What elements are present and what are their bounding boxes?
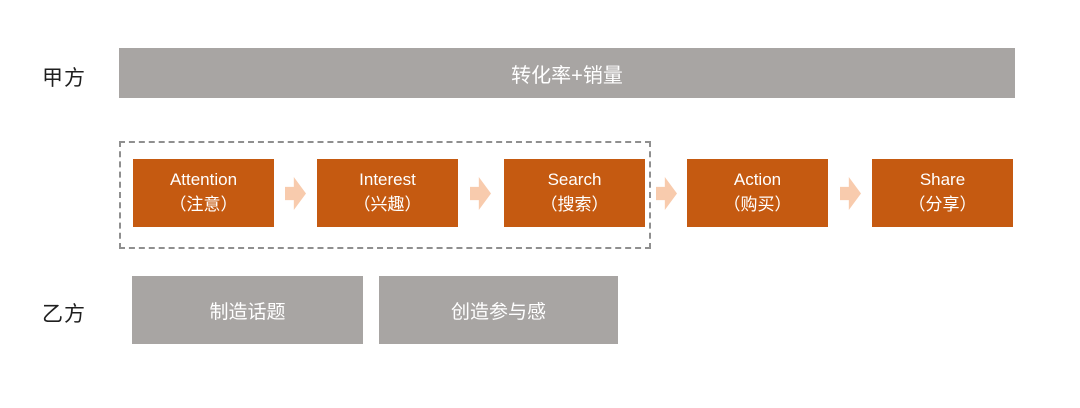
stage-attention: Attention （注意） xyxy=(133,159,274,227)
stage-search: Search （搜索） xyxy=(504,159,645,227)
stage-action: Action （购买） xyxy=(687,159,828,227)
stage-attention-en: Attention xyxy=(169,170,238,190)
party-b-label: 乙方 xyxy=(42,303,86,326)
stage-interest-en: Interest xyxy=(359,170,416,190)
party-a-label: 甲方 xyxy=(42,67,86,90)
stage-action-en: Action xyxy=(733,170,782,190)
stage-search-zh: （搜索） xyxy=(540,195,609,214)
stage-share-zh: （分享） xyxy=(908,195,977,214)
dashed-group-frame xyxy=(119,141,651,249)
stage-share-en: Share xyxy=(919,170,966,190)
stage-share: Share （分享） xyxy=(872,159,1013,227)
party-b-box-topic: 制造话题 xyxy=(132,276,363,344)
stage-interest: Interest （兴趣） xyxy=(317,159,458,227)
stage-attention-zh: （注意） xyxy=(169,195,238,214)
party-b-box-engagement: 创造参与感 xyxy=(379,276,618,344)
stage-action-zh: （购买） xyxy=(723,195,792,214)
conversion-sales-bar-text: 转化率+销量 xyxy=(511,64,623,87)
conversion-sales-bar: 转化率+销量 xyxy=(119,48,1015,98)
flow-arrow-icon xyxy=(656,177,677,210)
party-b-box-engagement-text: 创造参与感 xyxy=(450,301,546,323)
party-b-box-topic-text: 制造话题 xyxy=(209,301,286,323)
flow-arrow-icon xyxy=(840,177,861,210)
stage-search-en: Search xyxy=(547,170,602,190)
stage-interest-zh: （兴趣） xyxy=(353,195,422,214)
